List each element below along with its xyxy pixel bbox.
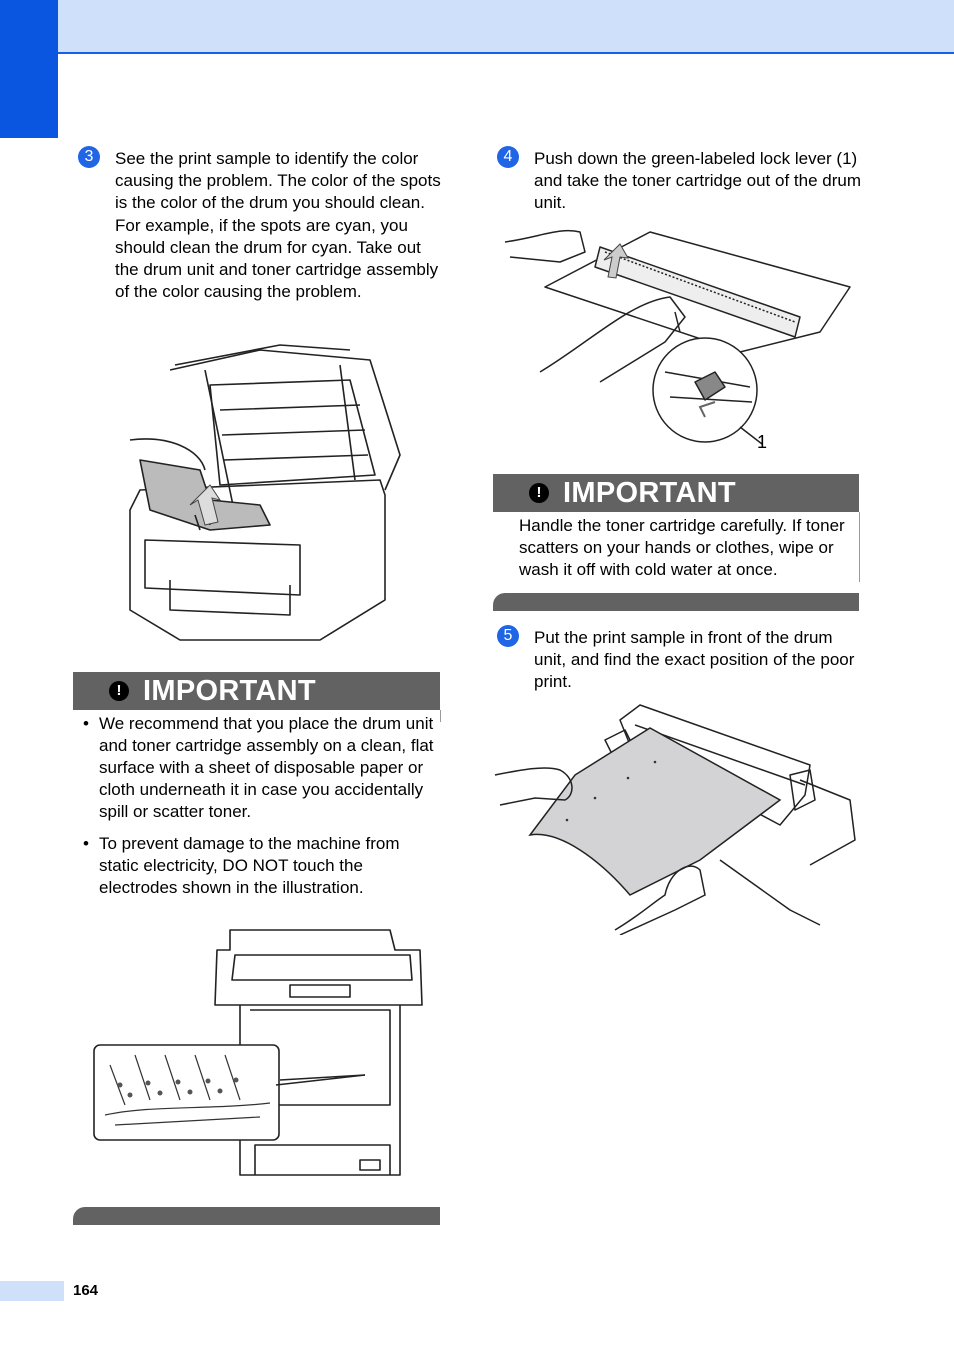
exclamation-icon: ! [109,681,129,701]
chapter-tab [0,0,58,138]
page-number: 164 [73,1282,99,1299]
bullet-dot: • [83,834,89,853]
electrodes-illustration [93,929,423,1176]
step-3-text: See the print sample to identify the col… [115,149,441,302]
important-left-header: ! IMPORTANT [73,672,440,710]
step-5-text: Put the print sample in front of the dru… [534,628,855,692]
important-left-bullet-2-text: To prevent damage to the machine from st… [99,834,400,897]
page-number-band [0,1281,64,1301]
remove-drum-unit-illustration [129,344,401,641]
important-right-title: IMPORTANT [563,477,736,509]
step-5-number: 5 [497,625,519,647]
step-4-text: Push down the green-labeled lock lever (… [534,149,861,213]
step-4-number: 4 [497,146,519,168]
important-left-bullet-1: • We recommend that you place the drum u… [83,713,441,823]
important-right-text: Handle the toner cartridge carefully. If… [519,516,845,580]
important-right-header: ! IMPORTANT [493,474,859,512]
lock-lever-callout: 1 [757,432,767,452]
important-left-bullet-1-text: We recommend that you place the drum uni… [99,714,434,821]
print-sample-illustration [494,704,856,935]
step-3-number: 3 [78,146,100,168]
important-right-border [859,512,860,582]
lock-lever-illustration: 1 [504,229,851,452]
important-left-bullet-2: • To prevent damage to the machine from … [83,833,441,899]
bullet-dot: • [83,714,89,733]
important-left-border [440,710,441,722]
important-left-footer-bar [73,1207,440,1225]
important-right-footer-bar [493,593,859,611]
important-left-title: IMPORTANT [143,675,316,707]
header-band [0,0,954,54]
exclamation-icon: ! [529,483,549,503]
